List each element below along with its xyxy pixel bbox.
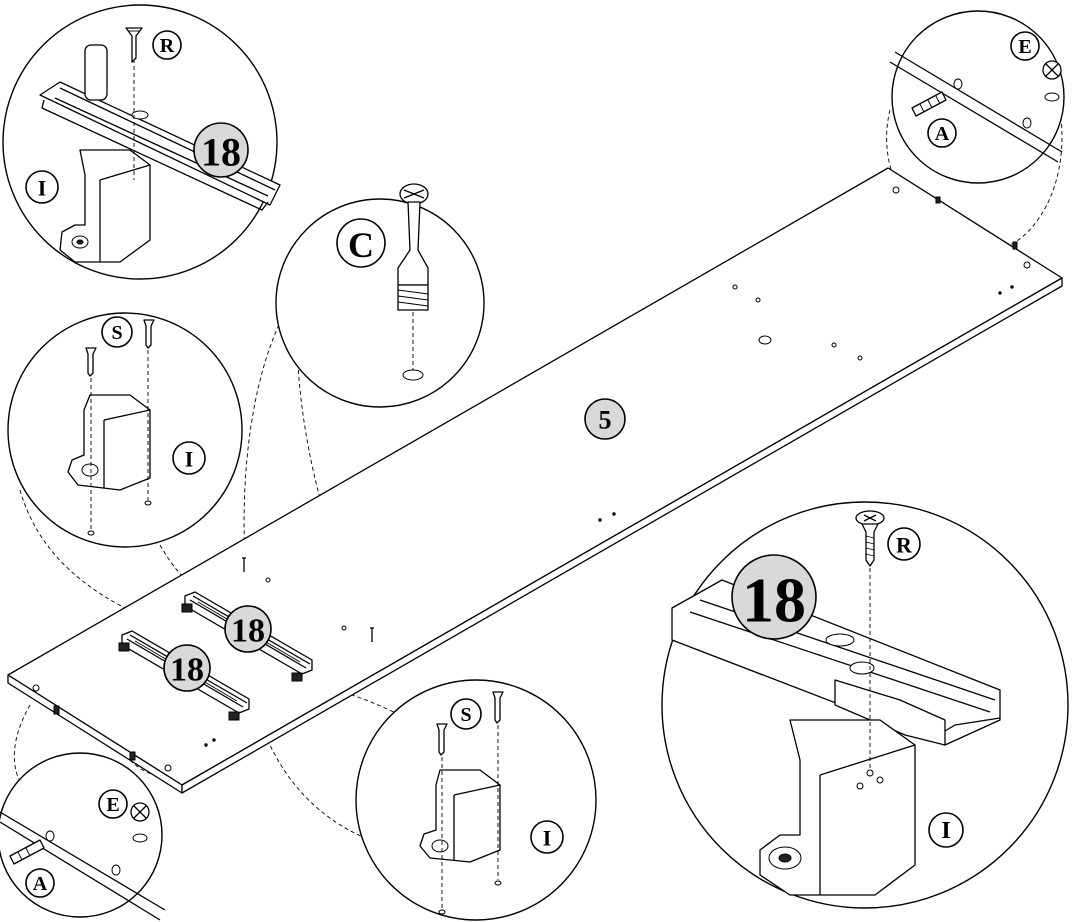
detail-circle-left-middle [7, 312, 243, 548]
label-dowel-a-1: A [927, 118, 957, 148]
svg-text:18: 18 [231, 613, 265, 650]
svg-text:S: S [460, 704, 471, 726]
svg-text:5: 5 [599, 406, 612, 435]
svg-text:A: A [935, 123, 950, 145]
label-screw-r-2: R [887, 527, 921, 561]
label-cam-lock-e-2: E [98, 789, 128, 819]
svg-text:18: 18 [201, 130, 241, 175]
detail-circle-bottom-right [661, 501, 1069, 909]
svg-text:C: C [348, 225, 374, 265]
label-cam-lock-e-1: E [1010, 31, 1040, 61]
svg-text:R: R [896, 533, 913, 558]
svg-text:I: I [185, 447, 194, 472]
detail-circle-cam-bolt [275, 183, 485, 408]
label-screw-r-1: R [152, 30, 182, 60]
svg-text:18: 18 [170, 652, 204, 689]
detail-circle-bottom-middle [355, 679, 597, 921]
label-screw-s-2: S [450, 698, 482, 730]
label-cam-bolt-c: C [336, 218, 386, 268]
label-bracket-i-4: I [928, 812, 964, 848]
label-rail-18-upper: 18 [224, 605, 272, 653]
svg-text:A: A [33, 873, 48, 895]
svg-text:18: 18 [742, 565, 806, 636]
detail-circle-top-left [2, 4, 281, 280]
svg-text:E: E [1018, 36, 1031, 58]
label-bracket-i-2: I [172, 441, 206, 475]
label-bracket-i-3: I [530, 820, 564, 854]
svg-text:R: R [160, 35, 175, 57]
svg-text:I: I [38, 176, 47, 201]
svg-text:I: I [543, 826, 552, 851]
svg-text:I: I [941, 818, 950, 844]
label-bracket-i-1: I [25, 170, 59, 204]
svg-text:S: S [111, 322, 122, 344]
detail-circle-bottom-left [0, 752, 166, 921]
label-rail-18-big: 18 [731, 554, 817, 640]
detail-circle-top-right [889, 10, 1065, 184]
label-dowel-a-2: A [25, 868, 55, 898]
svg-text:E: E [106, 794, 119, 816]
label-rail-18-lower: 18 [163, 644, 211, 692]
label-screw-s-1: S [101, 316, 133, 348]
label-rail-18-top-left: 18 [193, 122, 249, 178]
label-panel-5: 5 [584, 398, 626, 440]
